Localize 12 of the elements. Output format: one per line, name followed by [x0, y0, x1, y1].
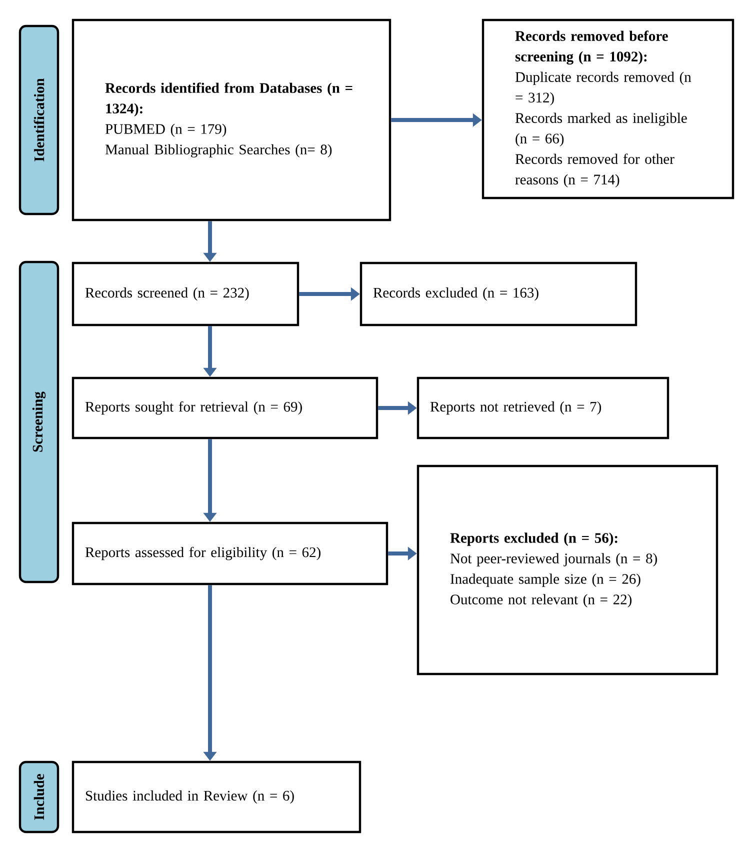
process-box: Records excluded (n = 163)	[360, 262, 638, 326]
process-box: Reports excluded (n = 56): Not peer-reviewed journals (n = 8) Inadequate sample size (n = 26) Outcome not relevant (n = 22)	[416, 464, 718, 676]
process-box: Reports not retrieved (n = 7)	[416, 376, 670, 440]
process-box: Studies included in Review (n = 6)	[72, 760, 362, 834]
process-box: Records removed before screening (n = 1092): Duplicate records removed (n = 312) Records marked as ineligible (n = 66) Records removed for other reasons (n = 714)	[482, 18, 734, 200]
process-box: Reports sought for retrieval (n = 69)	[72, 376, 378, 440]
phase-label: Identification	[18, 24, 60, 216]
phase-label: Include	[18, 760, 60, 834]
process-box: Records identified from Databases (n = 1324): PUBMED (n = 179) Manual Bibliographic Searches (n= 8)	[72, 18, 392, 222]
phase-label: Screening	[18, 260, 60, 584]
process-box: Records screened (n = 232)	[72, 262, 300, 326]
process-box: Reports assessed for eligibility (n = 62)	[72, 522, 388, 586]
